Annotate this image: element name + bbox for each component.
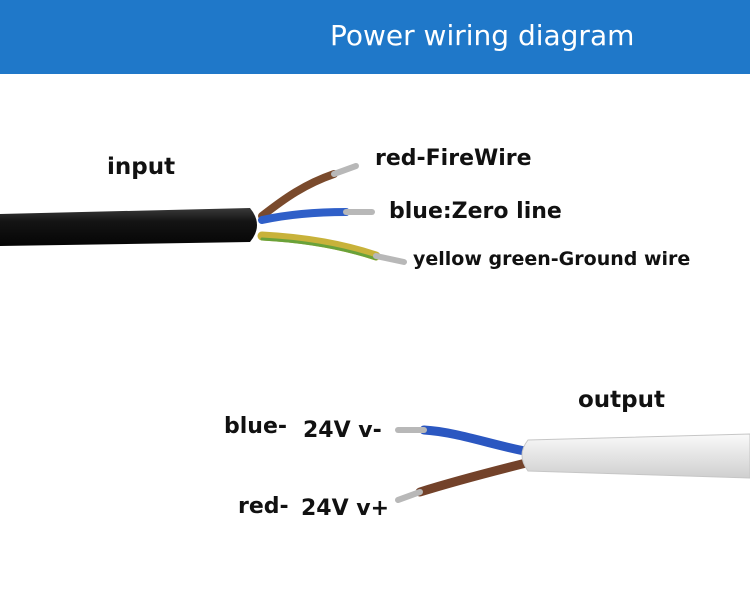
input-cable: [0, 163, 407, 265]
title-banner: Power wiring diagram: [0, 0, 750, 74]
output-wire-color-label-blue: blue-: [224, 414, 288, 439]
input-wire-blue: [258, 208, 350, 224]
input-wire-brown: [258, 170, 338, 220]
page-title: Power wiring diagram: [330, 19, 635, 52]
input-wire-yellow-green-tip: [373, 253, 407, 265]
output-wire-voltage-label-red: 24V v+: [301, 496, 390, 521]
input-heading: input: [107, 154, 176, 180]
output-cable: [395, 425, 750, 503]
output-wire-brown-tip: [395, 489, 423, 503]
output-wire-voltage-label-blue: 24V v-: [303, 418, 382, 443]
output-heading: output: [578, 387, 666, 413]
input-jacket: [0, 208, 257, 246]
input-wire-yellow-green: [257, 231, 381, 261]
output-jacket: [521, 433, 750, 479]
output-wire-brown: [415, 457, 535, 497]
input-wire-label-red: red-FireWire: [375, 146, 532, 171]
input-wire-label-blue: blue:Zero line: [389, 199, 562, 224]
output-wire-color-label-red: red-: [238, 494, 289, 519]
input-wire-label-yellow-green: yellow green-Ground wire: [413, 248, 691, 270]
output-wire-blue: [419, 425, 535, 457]
input-wire-brown-tip: [331, 163, 359, 177]
